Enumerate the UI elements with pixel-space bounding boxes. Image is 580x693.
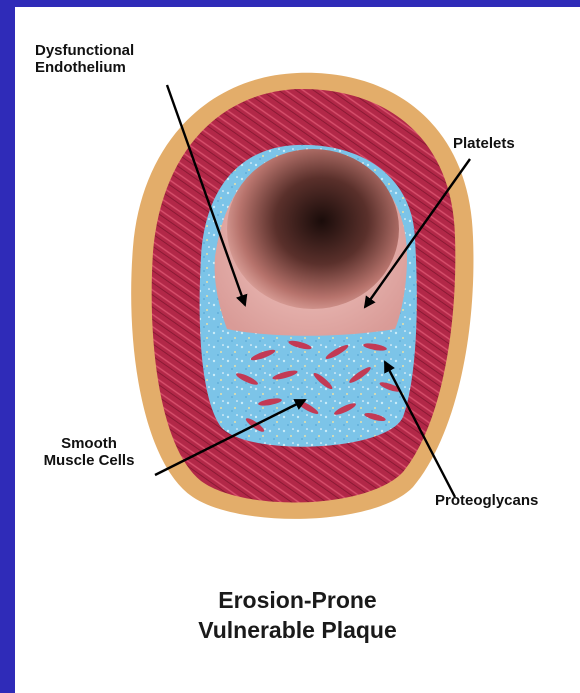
label-dysfunctional-endothelium: Dysfunctional Endothelium <box>35 42 134 76</box>
label-smooth-muscle-cells: Smooth Muscle Cells <box>29 435 149 469</box>
diagram-title: Erosion-Prone Vulnerable Plaque <box>15 585 580 645</box>
slide-panel: Dysfunctional Endothelium Platelets Smoo… <box>15 7 580 693</box>
vessel-cross-section-diagram <box>15 7 580 567</box>
title-line-2: Vulnerable Plaque <box>15 615 580 645</box>
vessel-lumen <box>227 149 399 309</box>
title-line-1: Erosion-Prone <box>15 585 580 615</box>
label-platelets: Platelets <box>453 135 515 152</box>
label-proteoglycans: Proteoglycans <box>435 492 538 509</box>
